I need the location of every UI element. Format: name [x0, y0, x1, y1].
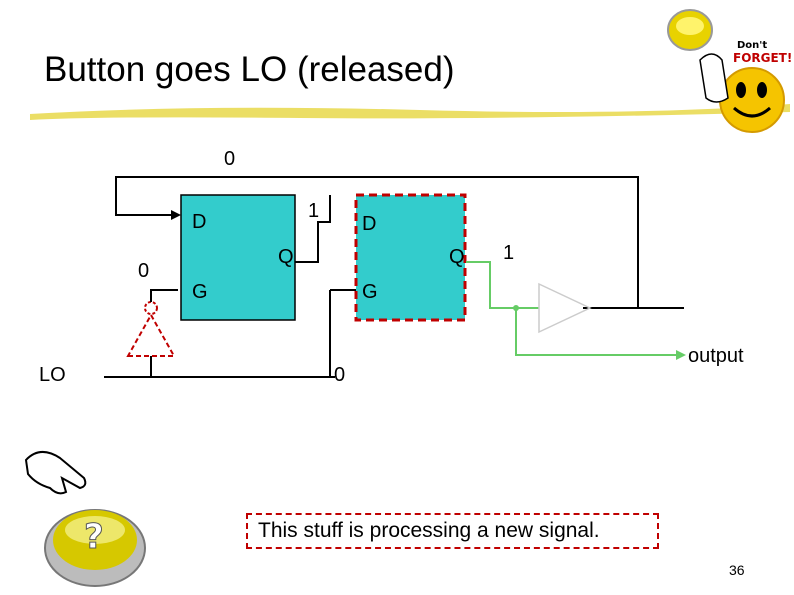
note-box: This stuff is processing a new signal.: [246, 513, 659, 549]
question-button-icon: ?: [44, 509, 146, 587]
latch2-q-label: Q: [449, 246, 465, 268]
latch2-d-label: D: [362, 213, 377, 235]
title-underline: [30, 104, 790, 120]
feedback-wire: [115, 176, 639, 308]
feedback-arrowhead: [171, 210, 181, 220]
svg-text:?: ?: [84, 517, 104, 557]
dont-forget-smiley-icon: Don't FORGET!: [667, 9, 792, 133]
input-label: LO: [39, 364, 66, 386]
latch1-q-label: Q: [278, 246, 294, 268]
output-buffer: [538, 282, 592, 334]
pointing-hand-icon: [24, 451, 87, 495]
inverter-bubble: [144, 301, 158, 315]
svg-text:FORGET!: FORGET!: [733, 51, 792, 65]
latch2-g-label: G: [362, 281, 378, 303]
latch2-q-value: 1: [503, 242, 515, 264]
output-arrowhead: [676, 350, 686, 360]
page-number: 36: [729, 562, 745, 578]
output-label: output: [688, 345, 744, 367]
inverter-to-g1-wire: [150, 289, 178, 302]
inverter-gate: [126, 312, 176, 357]
latch1-q-value: 1: [308, 200, 320, 222]
slide-title: Button goes LO (released): [44, 50, 455, 89]
inverter-output-value: 0: [138, 260, 150, 282]
q2-output-wire: [466, 261, 539, 309]
latch2-box: [354, 193, 467, 322]
svg-text:Don't: Don't: [737, 40, 767, 51]
latch1-d-label: D: [192, 211, 207, 233]
q1-to-d2-wire: [295, 195, 331, 263]
input-line-value: 0: [334, 364, 346, 386]
latch1-box: [180, 194, 296, 321]
output-arrow-wire: [515, 308, 680, 356]
feedback-value: 0: [224, 148, 236, 170]
latch1-g-label: G: [192, 281, 208, 303]
